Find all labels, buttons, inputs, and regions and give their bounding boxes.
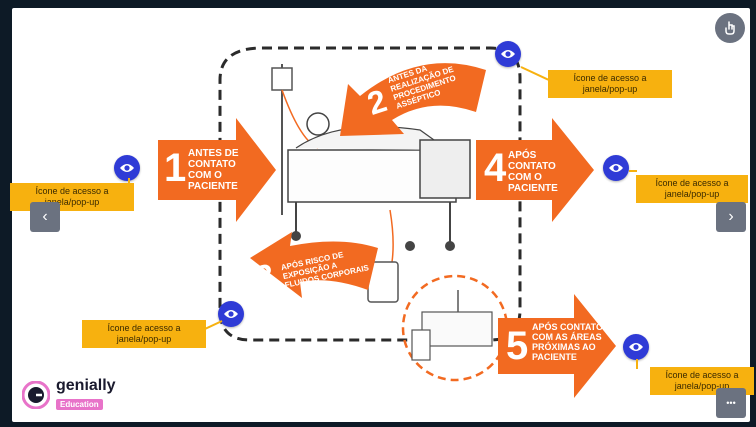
prev-button[interactable]: ‹: [30, 202, 60, 232]
eye-button-3[interactable]: [218, 301, 244, 327]
eye-icon: [119, 162, 135, 174]
interactive-hint-button[interactable]: [715, 13, 745, 43]
step-4-text: APÓS CONTATO COM O PACIENTE: [508, 150, 572, 194]
tag-connector-4: [629, 170, 637, 172]
eye-button-5[interactable]: [623, 334, 649, 360]
popup-tag-1: Ícone de acesso a janela/pop-up: [10, 183, 134, 211]
eye-icon: [628, 341, 644, 353]
hand-pointer-icon: [722, 20, 738, 36]
genially-logo-icon: [22, 381, 50, 409]
eye-button-2[interactable]: [495, 41, 521, 67]
popup-tag-4: Ícone de acesso a janela/pop-up: [636, 175, 748, 203]
step-1-text: ANTES DE CONTATO COM O PACIENTE: [188, 148, 240, 192]
more-icon: •••: [726, 398, 735, 408]
popup-tag-3: Ícone de acesso a janela/pop-up: [82, 320, 206, 348]
more-button[interactable]: •••: [716, 388, 746, 418]
next-button[interactable]: ›: [716, 202, 746, 232]
eye-icon: [223, 308, 239, 320]
tag-connector-5: [636, 359, 638, 369]
chevron-right-icon: ›: [728, 208, 733, 226]
logo-name: genially: [56, 378, 116, 394]
education-badge: Education: [56, 399, 103, 410]
step-4-number: 4: [484, 148, 506, 188]
popup-tag-2: Ícone de acesso a janela/pop-up: [548, 70, 672, 98]
step-5-number: 5: [506, 326, 528, 366]
eye-icon: [608, 162, 624, 174]
chevron-left-icon: ‹: [42, 208, 47, 226]
step-5-text: APÓS CONTATO COM AS ÁREAS PRÓXIMAS AO PA…: [532, 322, 604, 362]
eye-button-4[interactable]: [603, 155, 629, 181]
eye-button-1[interactable]: [114, 155, 140, 181]
genially-logo: genially Education: [22, 378, 116, 412]
eye-icon: [500, 48, 516, 60]
step-1-number: 1: [164, 148, 186, 188]
